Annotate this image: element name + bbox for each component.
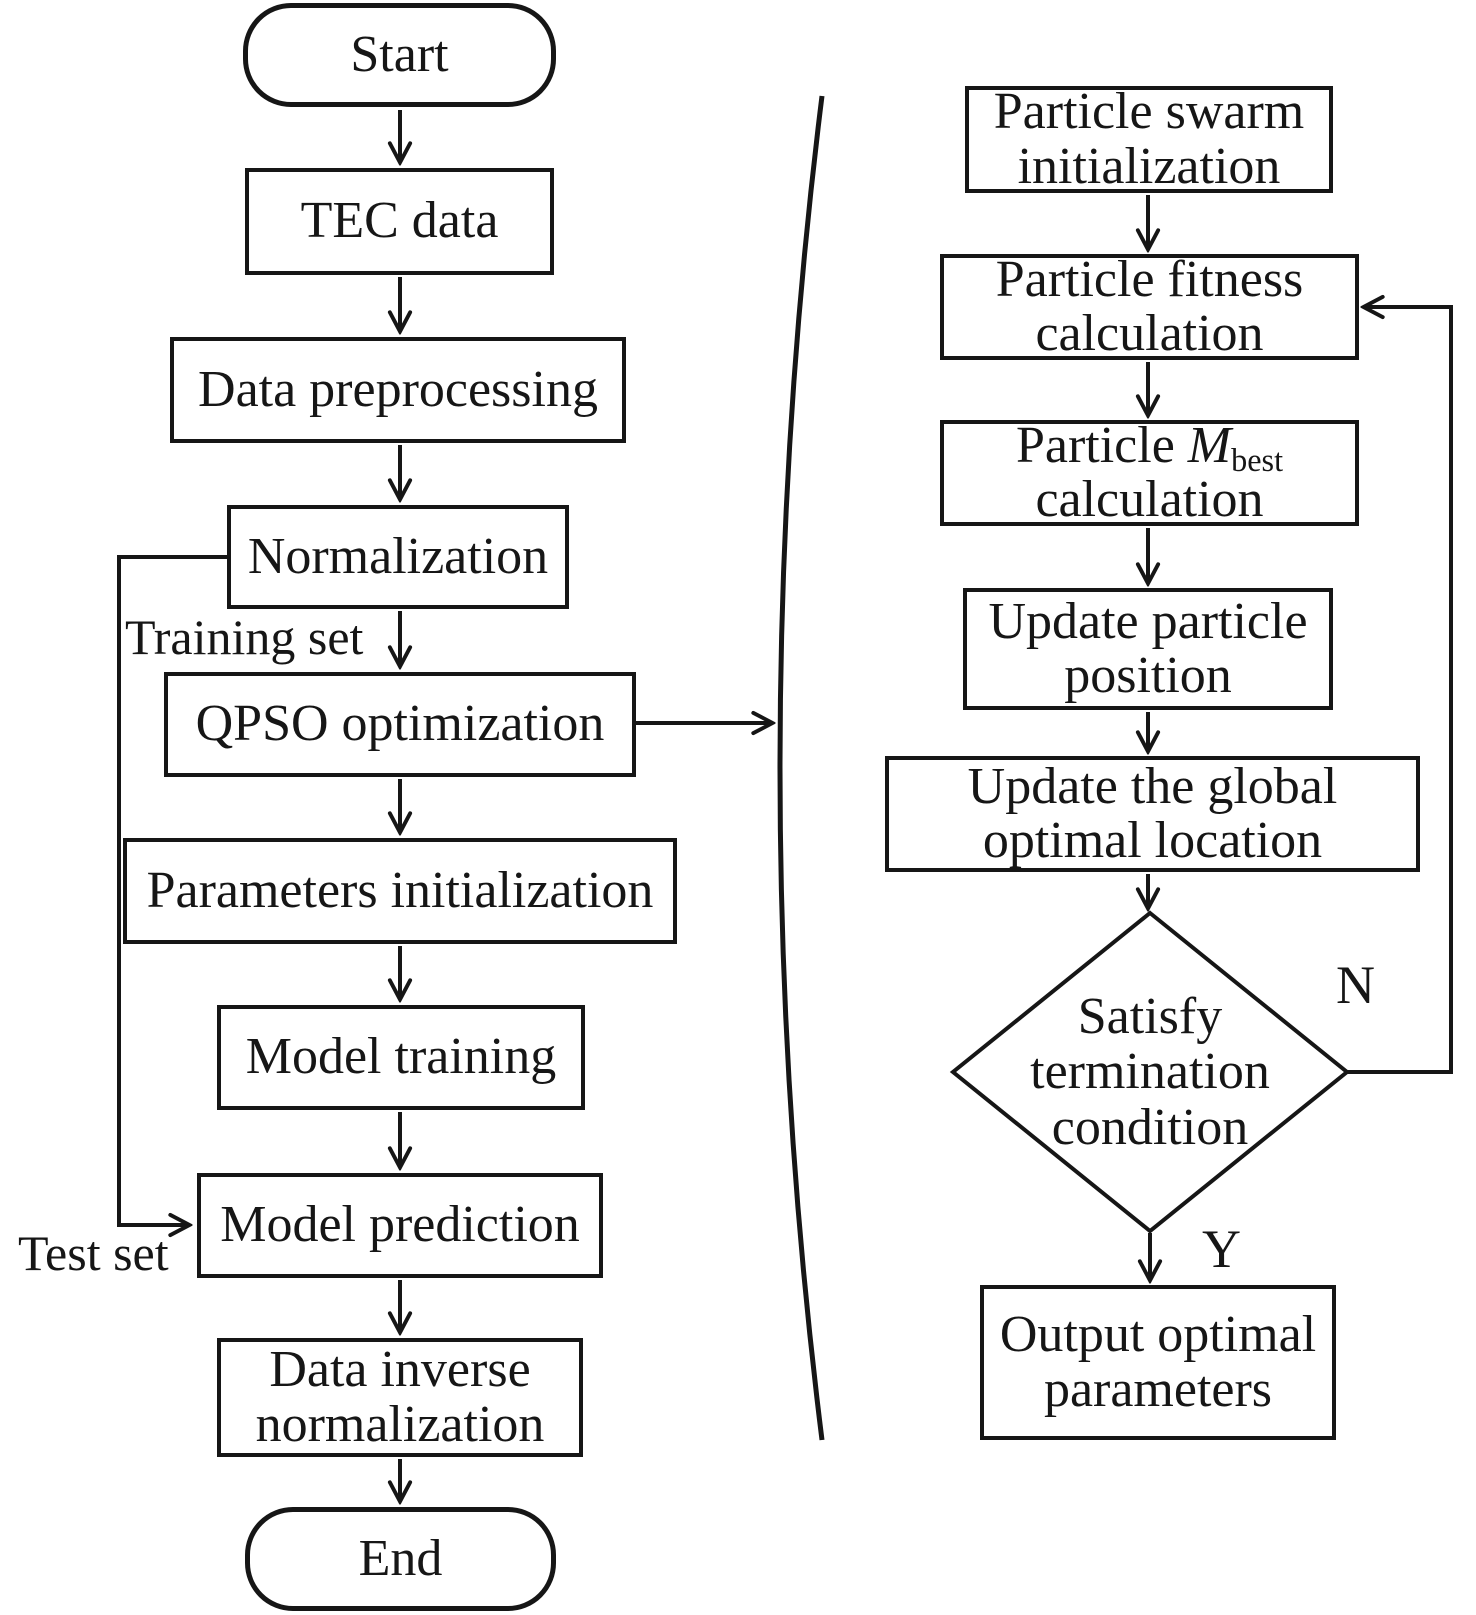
node-particle-mbest-calculation-label: Particle Mbest calculation (1015, 416, 1284, 528)
node-end: End (245, 1507, 556, 1611)
node-parameters-initialization-label: Parameters initialization (146, 861, 654, 919)
node-data-inverse-normalization: Data inverse normalization (217, 1338, 583, 1457)
edge-label-test-set: Test set (18, 1225, 169, 1281)
node-end-label: End (358, 1529, 443, 1587)
node-qpso-optimization: QPSO optimization (164, 672, 636, 777)
node-termination-decision: Satisfy termination condition (990, 988, 1310, 1156)
node-normalization: Normalization (227, 505, 569, 609)
node-normalization-label: Normalization (247, 527, 549, 585)
node-update-particle-position-label: Update particle position (988, 592, 1308, 704)
node-model-prediction: Model prediction (197, 1173, 603, 1278)
node-start: Start (243, 3, 556, 107)
mbest-symbol: M (1187, 416, 1232, 474)
node-particle-fitness-calculation-label: Particle fitness calculation (995, 250, 1304, 362)
node-model-training-label: Model training (245, 1028, 557, 1086)
node-particle-fitness-calculation: Particle fitness calculation (940, 250, 1359, 362)
node-update-particle-position: Update particle position (963, 588, 1333, 710)
node-model-prediction-label: Model prediction (220, 1196, 580, 1254)
mbest-prefix: Particle (1015, 416, 1188, 474)
decision-diamond-shape (949, 910, 1351, 1234)
node-particle-swarm-initialization-label: Particle swarm initialization (993, 83, 1305, 195)
node-update-global-optimal-location-label: Update the global optimal location (967, 757, 1338, 869)
node-particle-mbest-calculation: Particle Mbest calculation (940, 416, 1359, 528)
node-particle-swarm-initialization: Particle swarm initialization (965, 83, 1333, 195)
node-data-preprocessing: Data preprocessing (170, 337, 626, 443)
edge-label-yes: Y (1202, 1219, 1241, 1279)
node-output-optimal-parameters-label: Output optimal parameters (999, 1306, 1317, 1418)
mbest-subscript: best (1231, 441, 1284, 478)
node-termination-decision-label: Satisfy termination condition (1030, 988, 1270, 1156)
mbest-line2: calculation (1035, 471, 1264, 528)
edge-no-feedback-loop (1347, 307, 1453, 1074)
node-start-label: Start (350, 25, 449, 83)
node-parameters-initialization: Parameters initialization (123, 838, 677, 944)
node-output-optimal-parameters: Output optimal parameters (980, 1285, 1336, 1440)
edge-test-set-path (117, 555, 227, 1225)
edge-label-training-set: Training set (125, 609, 364, 665)
node-qpso-optimization-label: QPSO optimization (195, 695, 605, 753)
node-tec-data-label: TEC data (300, 192, 499, 250)
node-data-preprocessing-label: Data preprocessing (198, 360, 598, 418)
edge-label-no: N (1336, 955, 1375, 1015)
node-data-inverse-normalization-label: Data inverse normalization (255, 1341, 545, 1453)
node-update-global-optimal-location: Update the global optimal location (885, 756, 1420, 872)
node-model-training: Model training (217, 1005, 585, 1110)
node-tec-data: TEC data (245, 168, 554, 275)
separator-bracket-curve (777, 95, 825, 1441)
